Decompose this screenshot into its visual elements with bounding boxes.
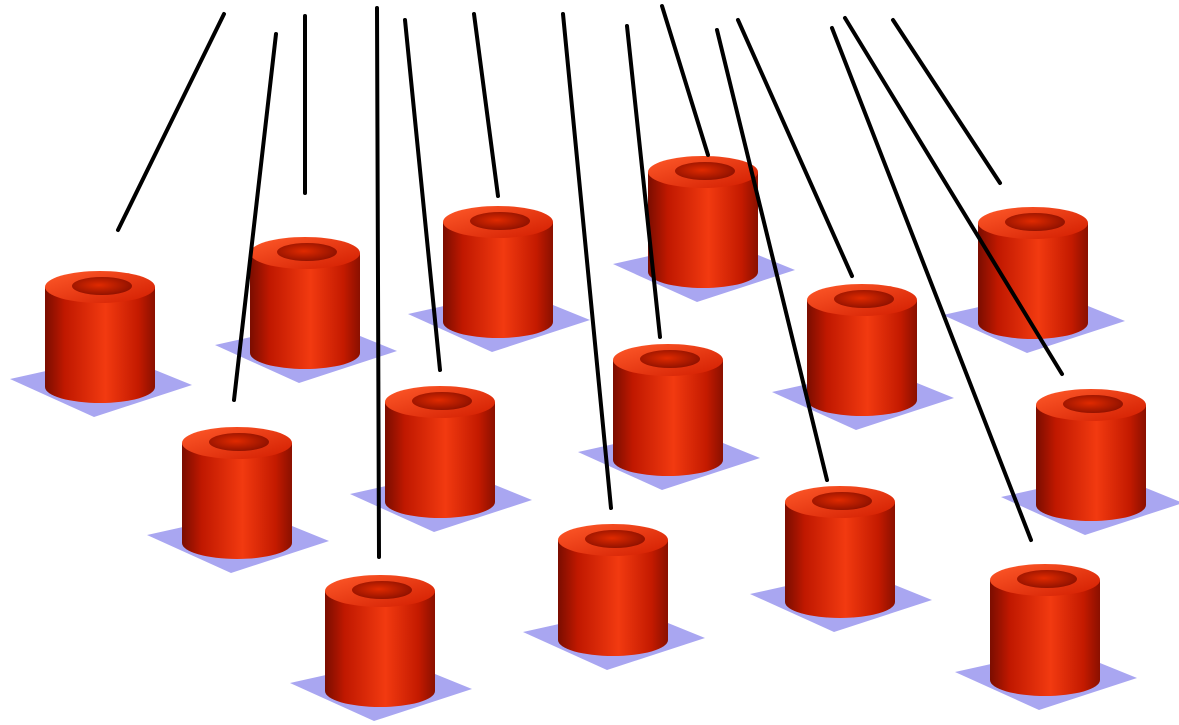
red-cylinder	[943, 207, 1125, 353]
black-line	[660, 4, 710, 157]
black-line	[736, 18, 854, 278]
black-line	[830, 26, 1033, 542]
red-cylinder	[408, 206, 590, 352]
cylinder-group	[10, 156, 1179, 721]
red-cylinder	[613, 156, 795, 302]
red-cylinder	[772, 284, 954, 430]
red-cylinder	[10, 271, 192, 417]
black-line	[472, 12, 500, 198]
red-cylinder	[290, 575, 472, 721]
red-cylinder	[350, 386, 532, 532]
black-line	[403, 18, 442, 372]
black-line	[375, 6, 381, 559]
red-cylinder	[955, 564, 1137, 710]
black-line	[625, 24, 662, 339]
red-cylinder	[147, 427, 329, 573]
black-line	[561, 12, 613, 510]
connector-lines-front	[116, 4, 1064, 559]
black-line	[715, 28, 829, 482]
red-cylinder	[523, 524, 705, 670]
red-cylinder	[215, 237, 397, 383]
red-cylinder	[578, 344, 760, 490]
red-cylinder	[750, 486, 932, 632]
black-line	[843, 16, 1064, 376]
black-line	[232, 32, 278, 402]
red-cylinder	[1001, 389, 1179, 535]
black-line	[891, 18, 1002, 185]
black-line	[116, 12, 226, 232]
